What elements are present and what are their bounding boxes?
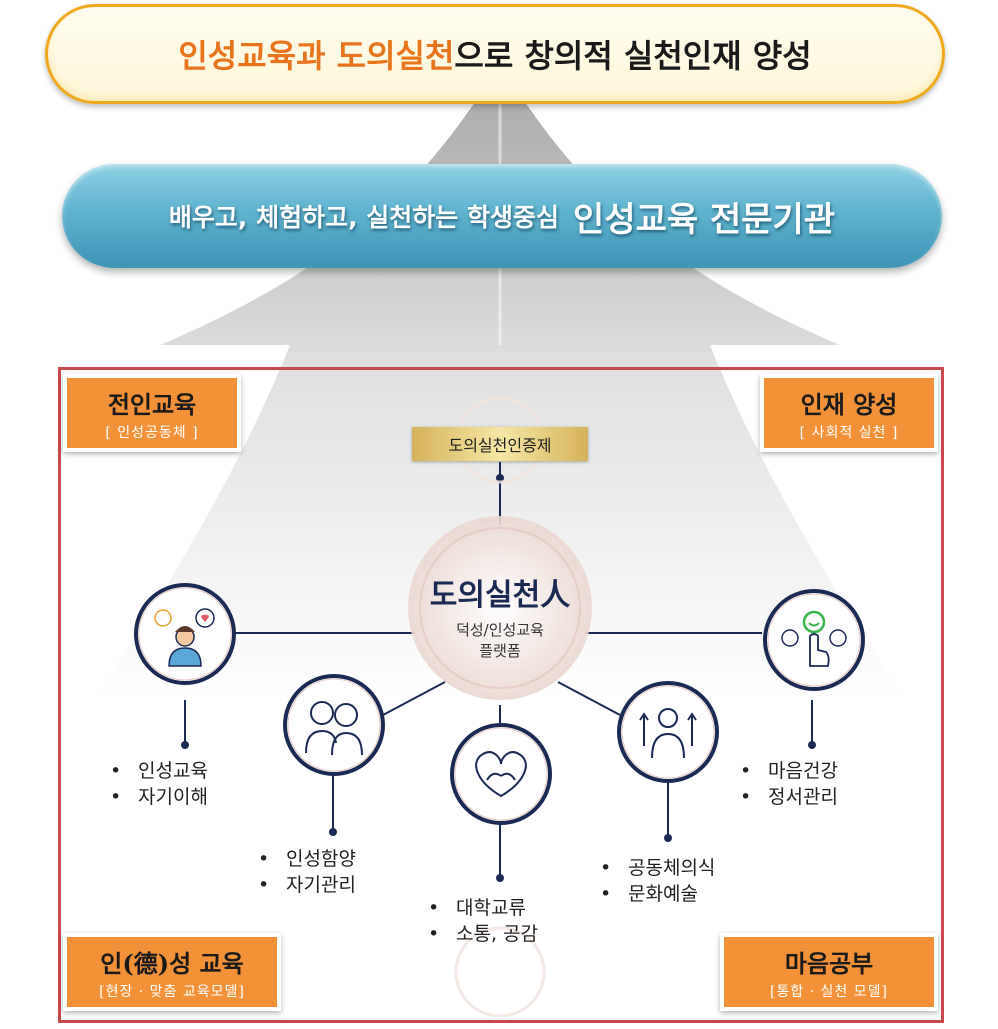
corner-title: 인(德)성 교육	[100, 949, 244, 978]
top-banner-rest: 으로 창의적 실천인재 양성	[454, 37, 812, 75]
corner-sub: [ 사회적 실천 ]	[799, 425, 899, 441]
self-reflection-icon	[134, 583, 236, 685]
list-item: •마음건강	[740, 760, 838, 782]
list-item: •공동체의식	[600, 857, 716, 879]
certification-badge: 도의실천인증제	[412, 427, 588, 461]
center-sub-2: 플랫폼	[479, 642, 521, 660]
list-item: •인성교육	[110, 760, 208, 782]
heart-hands-icon	[450, 723, 552, 825]
corner-sub: [통합 · 실천 모델]	[769, 984, 888, 1000]
list-item: •자기관리	[258, 874, 356, 896]
corner-title: 전인교육	[107, 390, 197, 419]
emotion-select-icon	[763, 589, 865, 691]
friends-icon	[283, 674, 385, 776]
corner-title: 마음공부	[784, 949, 874, 978]
list-item: •자기이해	[110, 786, 208, 808]
node-1-list: •인성교육 •자기이해	[110, 758, 208, 810]
corner-title: 인재 양성	[800, 390, 898, 419]
list-item: •정서관리	[740, 786, 838, 808]
list-item: •문화예술	[600, 883, 698, 905]
growth-person-icon	[617, 681, 719, 783]
list-item: •대학교류	[428, 897, 526, 919]
list-item: •소통, 공감	[428, 923, 538, 945]
corner-box-top-right: 인재 양성 [ 사회적 실천 ]	[760, 374, 938, 452]
center-sub-1: 덕성/인성교육	[456, 621, 544, 639]
faint-seal-bottom-icon	[454, 926, 546, 1018]
top-banner-highlight-1: 인성교육과	[178, 37, 326, 75]
mid-banner-pre: 배우고, 체험하고, 실천하는 학생중심	[168, 203, 560, 232]
node-4-list: •공동체의식 •문화예술	[600, 855, 715, 907]
corner-box-bottom-right: 마음공부 [통합 · 실천 모델]	[720, 933, 938, 1011]
node-3-list: •대학교류 •소통, 공감	[428, 895, 538, 947]
content-frame	[58, 367, 944, 1023]
list-item: •인성함양	[258, 848, 356, 870]
center-title: 도의실천人	[429, 578, 571, 613]
corner-sub: [현장 · 맞춤 교육모델]	[99, 984, 245, 1000]
corner-box-bottom-left: 인(德)성 교육 [현장 · 맞춤 교육모델]	[63, 933, 281, 1011]
node-2-list: •인성함양 •자기관리	[258, 846, 356, 898]
corner-box-top-left: 전인교육 [ 인성공동체 ]	[63, 374, 241, 452]
center-subtitle: 덕성/인성교육 플랫폼	[400, 620, 600, 662]
mid-banner-main: 인성교육 전문기관	[573, 199, 836, 240]
corner-sub: [ 인성공동체 ]	[105, 425, 199, 441]
node-5-list: •마음건강 •정서관리	[740, 758, 838, 810]
university-seal-icon	[408, 516, 592, 700]
top-banner-highlight-2: 도의실천	[336, 37, 455, 75]
mid-banner: 배우고, 체험하고, 실천하는 학생중심 인성교육 전문기관	[62, 164, 942, 268]
